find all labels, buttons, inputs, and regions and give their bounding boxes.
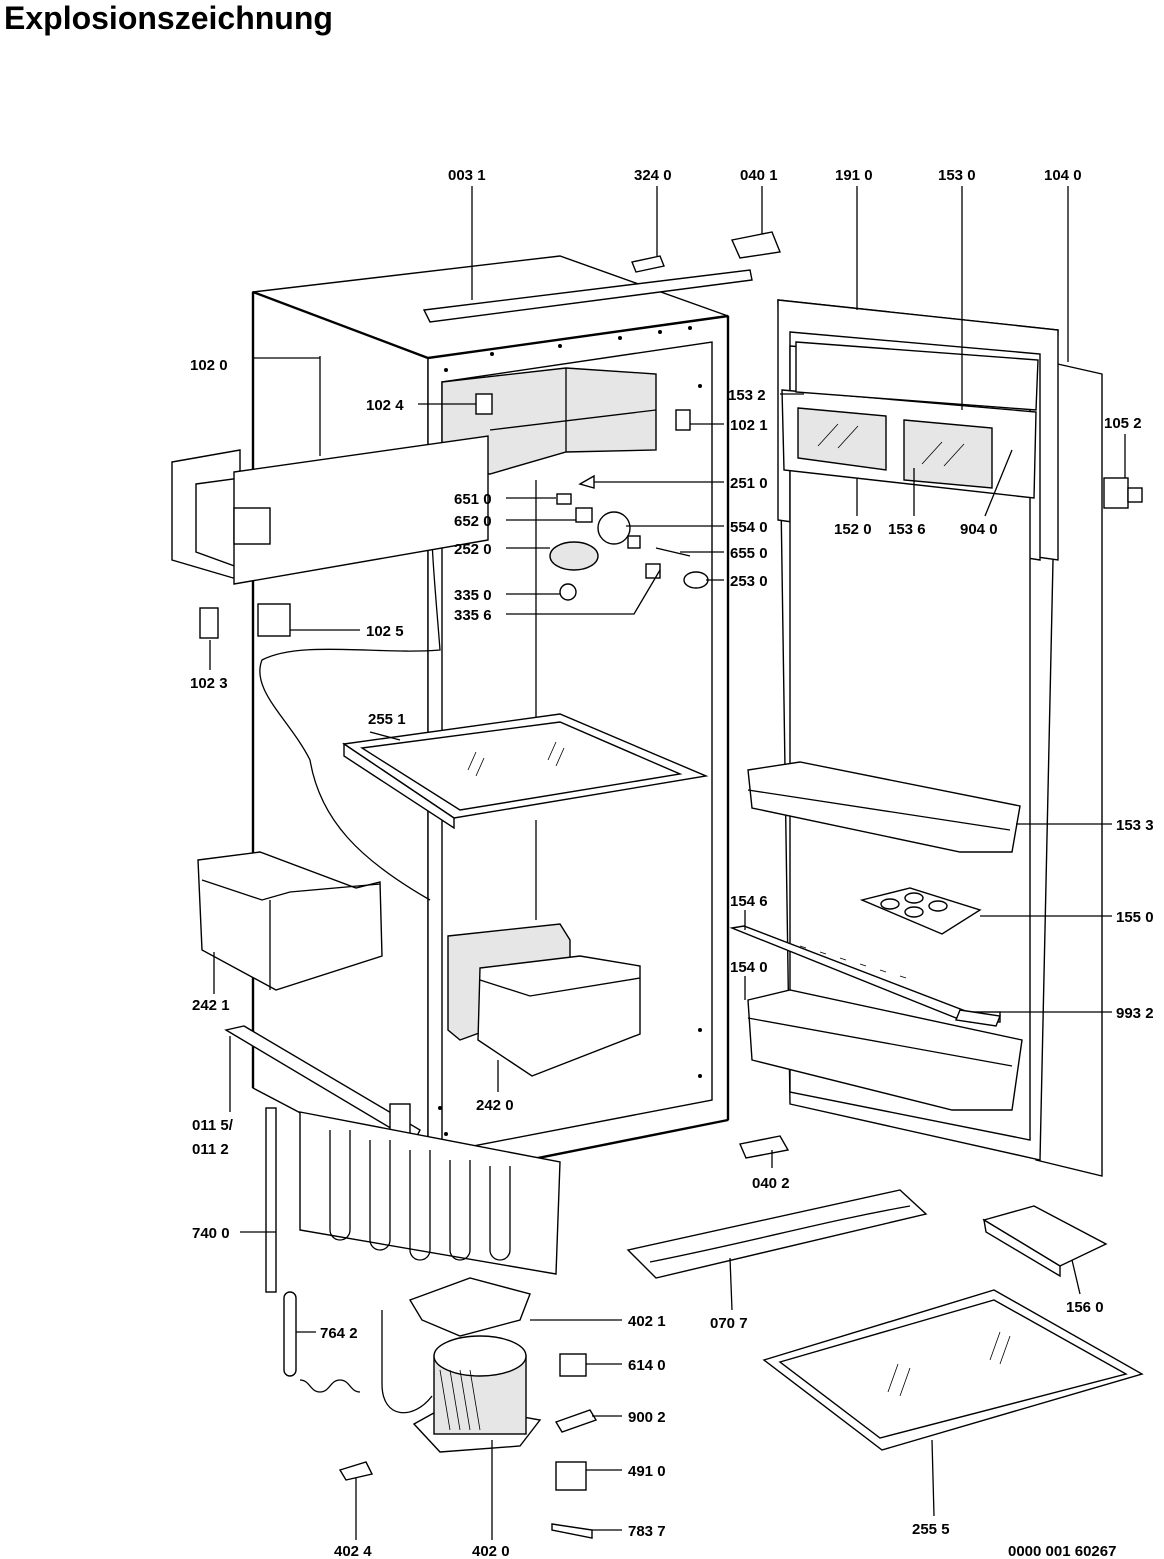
thermostat-parts [549,474,709,601]
compressor [412,1335,542,1453]
label-764-2: 764 2 [320,1325,358,1342]
door-shelf-upper [747,761,1021,853]
label-900-2: 900 2 [628,1409,666,1426]
label-105-2: 105 2 [1104,415,1142,432]
label-040-1: 040 1 [740,167,778,184]
label-191-0: 191 0 [835,167,873,184]
label-154-6: 154 6 [730,893,768,910]
label-104-0: 104 0 [1044,167,1082,184]
small-door-part [171,356,489,585]
label-152-0: 152 0 [834,521,872,538]
compressor-bracket [408,1277,531,1337]
label-070-7: 070 7 [710,1315,748,1332]
bottom-rail [224,1025,421,1143]
part-402-4 [338,1461,374,1481]
overload-900 [554,1409,598,1433]
label-242-0: 242 0 [476,1097,514,1114]
ice-cube-tray [982,1205,1108,1278]
egg-tray [859,887,982,935]
label-255-5: 255 5 [912,1521,950,1538]
part-labels: 003 1 324 0 040 1 191 0 153 0 104 0 102 … [190,167,1154,1559]
filter-drier [283,1291,433,1414]
leader-lines [209,186,1126,1540]
page-title: Explosionszeichnung [4,0,333,36]
label-554-0: 554 0 [730,519,768,536]
label-153-2: 153 2 [728,387,766,404]
label-740-0: 740 0 [192,1225,230,1242]
label-255-1: 255 1 [368,711,406,728]
label-904-0: 904 0 [960,521,998,538]
door-butter-compartment [781,341,1039,499]
part-102-1 [675,409,691,431]
hinge-bracket-bottom [739,1135,790,1159]
label-335-0: 335 0 [454,587,492,604]
pin-783 [551,1523,593,1539]
crisper-drawer-large [197,851,383,991]
label-153-6: 153 6 [888,521,926,538]
label-011-2: 011 2 [192,1141,229,1158]
ventilation-grill [626,1189,928,1279]
part-993-2 [955,1009,1001,1027]
label-252-0: 252 0 [454,541,492,558]
label-402-4: 402 4 [334,1543,372,1559]
label-251-0: 251 0 [730,475,768,492]
label-242-1: 242 1 [192,997,230,1014]
part-102-4 [475,393,493,415]
label-402-1: 402 1 [628,1313,666,1330]
label-253-0: 253 0 [730,573,768,590]
label-153-3: 153 3 [1116,817,1154,834]
label-335-6: 335 6 [454,607,492,624]
label-040-2: 040 2 [752,1175,790,1192]
label-993-2: 993 2 [1116,1005,1154,1022]
condenser [265,1107,561,1293]
hinge-bracket-top [731,231,781,259]
label-102-5: 102 5 [366,623,404,640]
label-783-7: 783 7 [628,1523,666,1540]
document-number: 0000 001 60267 [1008,1543,1116,1559]
part-102-5 [257,603,291,637]
cover-491 [555,1461,587,1491]
label-153-0: 153 0 [938,167,976,184]
label-402-0: 402 0 [472,1543,510,1559]
label-102-1: 102 1 [730,417,768,434]
label-652-0: 652 0 [454,513,492,530]
label-102-3: 102 3 [190,675,228,692]
label-156-0: 156 0 [1066,1299,1104,1316]
relay-614 [559,1353,587,1377]
label-491-0: 491 0 [628,1463,666,1480]
label-651-0: 651 0 [454,491,492,508]
label-154-0: 154 0 [730,959,768,976]
label-102-0: 102 0 [190,357,228,374]
glass-shelf-upper [342,713,709,830]
label-155-0: 155 0 [1116,909,1154,926]
label-011-5: 011 5/ [192,1117,234,1134]
label-614-0: 614 0 [628,1357,666,1374]
label-324-0: 324 0 [634,167,672,184]
label-102-4: 102 4 [366,397,404,414]
label-655-0: 655 0 [730,545,768,562]
crisper-drawer-small [447,923,641,1077]
glass-shelf-lower [762,1289,1144,1451]
fridge-door [777,299,1143,1177]
part-324 [631,255,665,273]
label-003-1: 003 1 [448,167,486,184]
part-102-3 [199,607,219,639]
